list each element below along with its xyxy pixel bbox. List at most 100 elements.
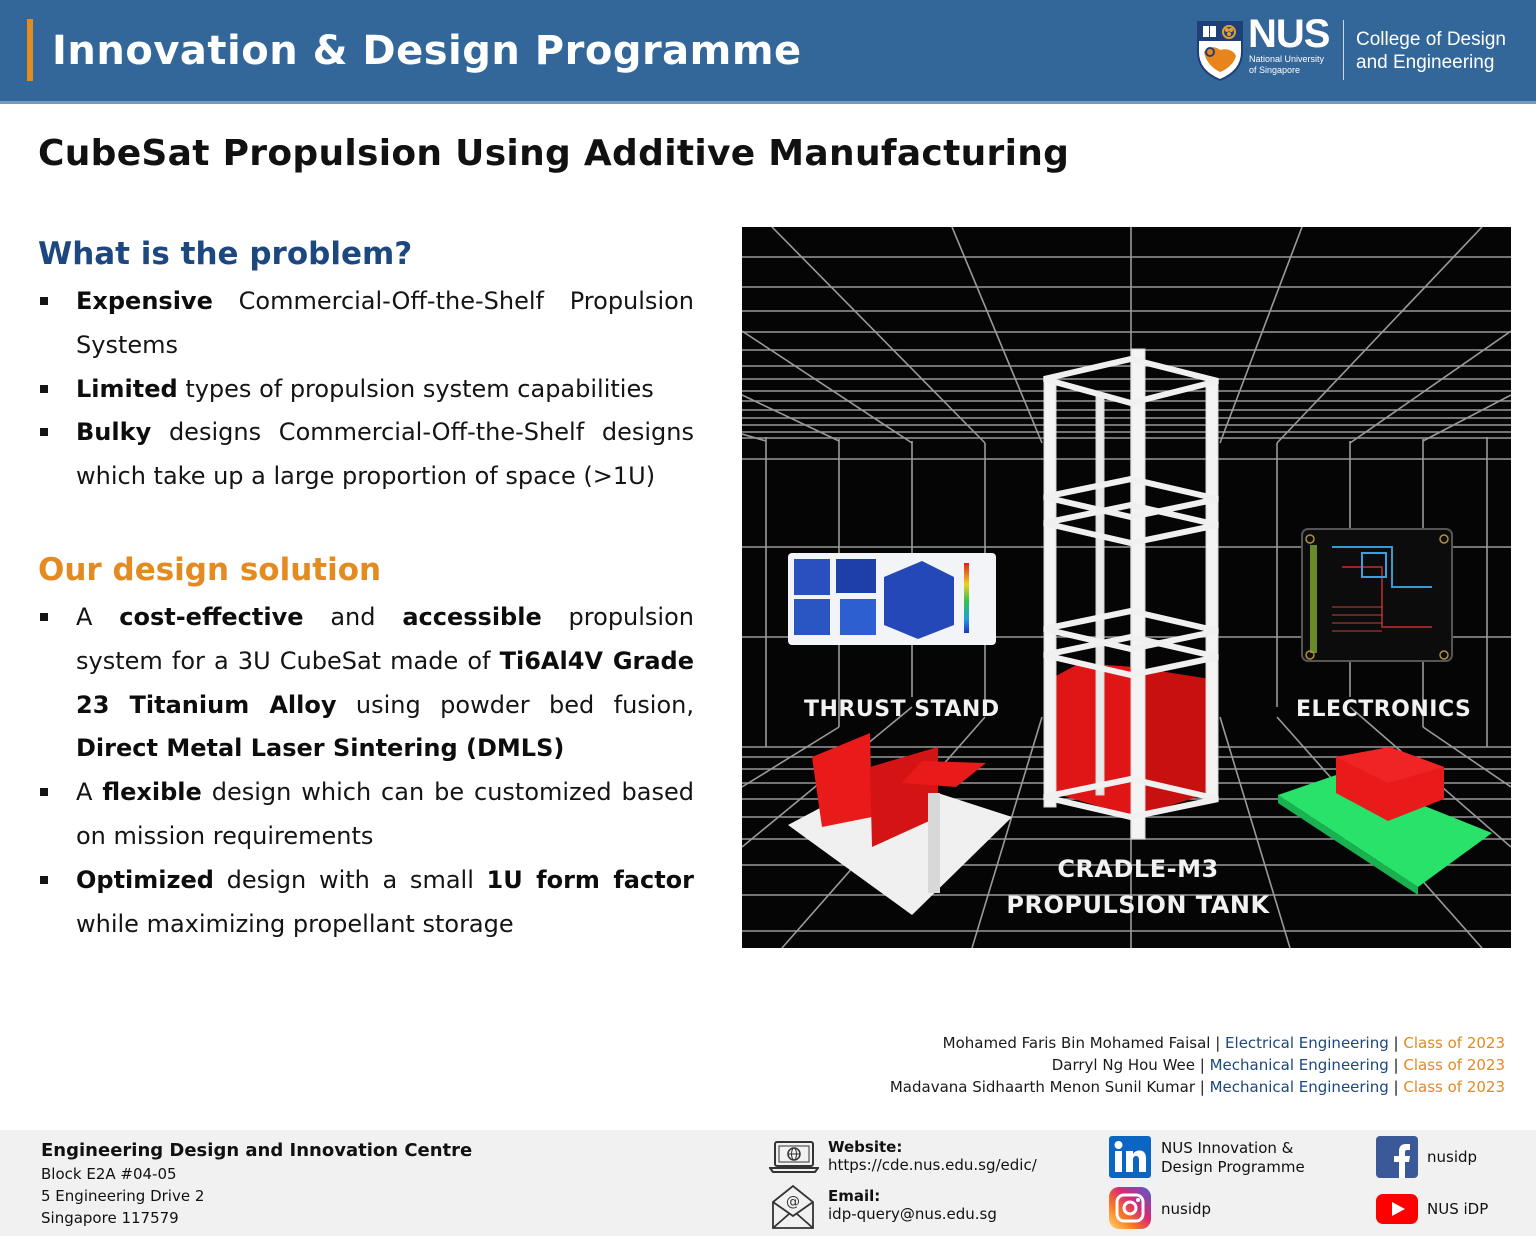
propulsion-tank-label: CRADLE-M3 PROPULSION TANK: [992, 851, 1284, 923]
solution-text-part: while maximizing propellant storage: [76, 909, 514, 938]
linkedin-line-2: Design Programme: [1161, 1158, 1305, 1176]
solution-text-part: accessible: [402, 603, 542, 631]
solution-text-part: Direct Metal Laser Sintering (DMLS): [76, 734, 565, 763]
solution-text-part: 1U form factor: [486, 865, 694, 894]
facebook-link[interactable]: nusidp: [1427, 1148, 1478, 1166]
logo-divider: [1343, 20, 1344, 80]
cubesat-frame: [1043, 348, 1219, 840]
address-line: 5 Engineering Drive 2: [41, 1187, 205, 1205]
solution-text-part: Optimized: [76, 865, 214, 894]
problem-item-emphasis: Limited: [76, 374, 178, 403]
problem-heading: What is the problem?: [38, 236, 413, 272]
bullet-square-icon: [40, 428, 48, 437]
instagram-icon[interactable]: [1109, 1187, 1151, 1229]
team-credits: Mohamed Faris Bin Mohamed Faisal | Elect…: [890, 1032, 1505, 1098]
solution-text-part: propulsion system for a 3U CubeSat made …: [76, 603, 694, 675]
thrust-stand-label: THRUST STAND: [804, 697, 1000, 722]
solution-text-part: Ti6Al4V Grade 23 Titanium Alloy: [76, 646, 695, 719]
email-envelope-icon: @: [772, 1184, 814, 1229]
credit-row: Darryl Ng Hou Wee | Mechanical Engineeri…: [890, 1054, 1505, 1076]
nus-crest-icon: [1197, 21, 1243, 82]
linkedin-link[interactable]: NUS Innovation & Design Programme: [1161, 1139, 1305, 1177]
solution-text-part: cost-effective: [119, 603, 304, 631]
problem-item-text: types of propulsion system capabilities: [177, 374, 654, 403]
programme-title: Innovation & Design Programme: [52, 28, 802, 74]
separator: |: [1388, 1034, 1404, 1052]
address-line: Block E2A #04-05: [41, 1165, 177, 1183]
bullet-square-icon: [40, 297, 48, 305]
nus-subtitle-line-1: National University: [1249, 54, 1325, 64]
member-department: Electrical Engineering: [1225, 1034, 1389, 1052]
solution-item: Optimized design with a small 1U form fa…: [38, 859, 694, 947]
propulsion-tank-label-line-1: CRADLE-M3: [1057, 855, 1219, 883]
bullet-square-icon: [40, 788, 48, 797]
youtube-link[interactable]: NUS iDP: [1427, 1200, 1489, 1218]
bullet-square-icon: [40, 875, 48, 884]
problem-item-text: Commercial-Off-the-Shelf Propulsion Syst…: [76, 287, 694, 359]
bullet-square-icon: [40, 613, 48, 621]
facebook-icon[interactable]: [1376, 1136, 1418, 1178]
problem-item-emphasis: Expensive: [76, 287, 213, 315]
solution-text-part: design with a small: [213, 865, 487, 894]
svg-text:@: @: [786, 1194, 800, 1210]
separator: |: [1388, 1078, 1404, 1096]
member-name: Madavana Sidhaarth Menon Sunil Kumar: [889, 1078, 1195, 1096]
hero-render-image: THRUST STAND ELECTRONICS CRADLE-M3 PROPU…: [742, 227, 1511, 948]
problem-item: Expensive Commercial-Off-the-Shelf Propu…: [38, 280, 694, 368]
solution-text-part: design which can be customized based on …: [76, 778, 694, 850]
propulsion-tank-label-line-2: PROPULSION TANK: [1006, 891, 1270, 919]
centre-name: Engineering Design and Innovation Centre: [41, 1140, 473, 1161]
member-department: Mechanical Engineering: [1209, 1078, 1389, 1096]
solution-text-part: and: [303, 603, 403, 631]
linkedin-line-1: NUS Innovation &: [1161, 1139, 1294, 1157]
college-name: College of Design and Engineering: [1356, 28, 1506, 74]
header-accent-bar: [27, 19, 33, 81]
header-band: Innovation & Design Programme NUS Nation…: [0, 0, 1536, 104]
nus-subtitle-line-2: of Singapore: [1249, 65, 1301, 75]
pcb-layout-panel: [1301, 528, 1453, 662]
problem-list: Expensive Commercial-Off-the-Shelf Propu…: [38, 280, 694, 499]
member-department: Mechanical Engineering: [1209, 1056, 1389, 1074]
solution-text-part: flexible: [102, 778, 202, 807]
separator: |: [1210, 1034, 1226, 1052]
nus-wordmark: NUS: [1248, 12, 1330, 56]
nus-logo: NUS National University of Singapore: [1196, 12, 1336, 84]
grid-room-illustration: [742, 227, 1511, 948]
member-name: Mohamed Faris Bin Mohamed Faisal: [942, 1034, 1211, 1052]
instagram-link[interactable]: nusidp: [1161, 1200, 1212, 1218]
page-title: CubeSat Propulsion Using Additive Manufa…: [38, 133, 1070, 174]
bullet-square-icon: [40, 384, 48, 393]
electronics-board-model: [1278, 747, 1492, 895]
solution-heading: Our design solution: [38, 552, 382, 588]
credit-row: Madavana Sidhaarth Menon Sunil Kumar | M…: [890, 1076, 1505, 1098]
laptop-globe-icon: [769, 1141, 819, 1173]
college-line-1: College of Design: [1356, 29, 1506, 50]
solution-text-part: A: [76, 778, 103, 807]
nus-subtitle: National University of Singapore: [1249, 54, 1324, 76]
problem-item: Bulky designs Commercial-Off-the-Shelf d…: [38, 411, 694, 499]
website-label: Website:: [828, 1138, 903, 1156]
separator: |: [1388, 1056, 1404, 1074]
linkedin-icon[interactable]: [1109, 1136, 1151, 1178]
solution-text-part: using powder bed fusion,: [336, 690, 694, 719]
email-link[interactable]: idp-query@nus.edu.sg: [828, 1205, 997, 1223]
electronics-label: ELECTRONICS: [1296, 697, 1472, 722]
problem-item: Limited types of propulsion system capab…: [38, 368, 694, 412]
solution-item: A cost-effective and accessible propulsi…: [38, 596, 694, 771]
simulation-panel: [788, 553, 996, 645]
address-line: Singapore 117579: [41, 1209, 179, 1227]
problem-item-emphasis: Bulky: [76, 418, 152, 447]
member-class: Class of 2023: [1403, 1056, 1505, 1074]
problem-item-text: designs Commercial-Off-the-Shelf designs…: [76, 418, 694, 491]
member-class: Class of 2023: [1403, 1078, 1505, 1096]
member-class: Class of 2023: [1403, 1034, 1505, 1052]
thrust-stand-model: [788, 733, 1012, 915]
solution-text-part: A: [76, 603, 120, 631]
college-line-2: and Engineering: [1356, 52, 1495, 73]
solution-item: A flexible design which can be customize…: [38, 771, 694, 859]
separator: |: [1195, 1056, 1210, 1074]
member-name: Darryl Ng Hou Wee: [1051, 1056, 1195, 1074]
footer: Engineering Design and Innovation Centre…: [0, 1130, 1536, 1236]
youtube-icon[interactable]: [1376, 1194, 1418, 1224]
website-link[interactable]: https://cde.nus.edu.sg/edic/: [828, 1156, 1037, 1174]
